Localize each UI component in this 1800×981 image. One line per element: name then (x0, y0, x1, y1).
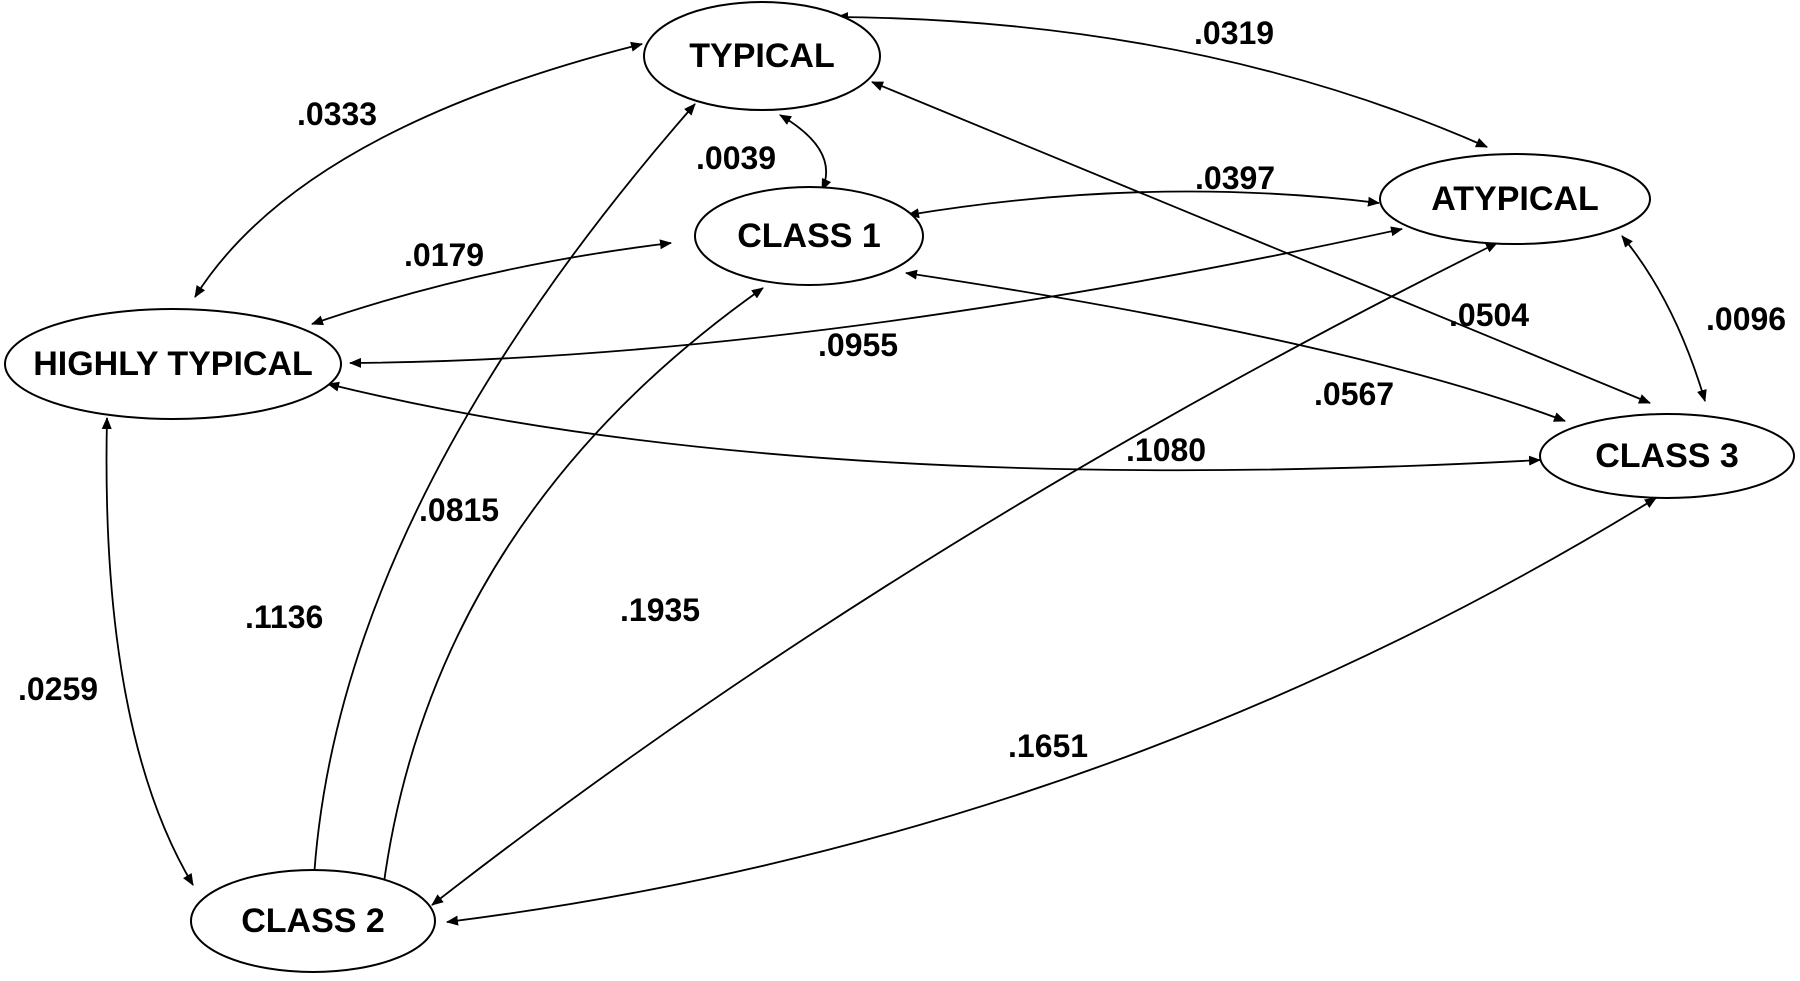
edge-highly-typical-class2 (101, 417, 194, 886)
edge-label-class3-class2: .1651 (1008, 728, 1088, 764)
node-layer: TYPICAL CLASS 1 ATYPICAL HIGHLY TYPICAL … (4, 1, 1795, 973)
node-atypical-label: ATYPICAL (1431, 180, 1598, 218)
edge-atypical-class3 (1621, 235, 1707, 402)
edge-label-typical-class1: .0039 (696, 140, 776, 176)
edge-highly-typical-class1 (311, 239, 672, 326)
node-atypical-ellipse (1379, 153, 1651, 245)
edge-label-layer: .0319 .0333 .0039 .0397 .0179 .0955 .050… (18, 15, 1786, 764)
edge-label-typical-atypical: .0319 (1194, 15, 1274, 51)
node-class1-ellipse (694, 186, 924, 286)
edge-typical-class2 (308, 103, 696, 896)
edge-label-highly-typical-class2: .0259 (18, 671, 98, 707)
node-class3-label: CLASS 3 (1595, 437, 1739, 475)
edge-class1-atypical (907, 190, 1380, 219)
node-class2-label: CLASS 2 (241, 902, 385, 940)
edge-label-typical-highly-typical: .0333 (297, 96, 377, 132)
edge-label-typical-class3: .0504 (1449, 297, 1529, 333)
node-highly-typical: HIGHLY TYPICAL (4, 308, 342, 420)
edge-label-atypical-class3: .0096 (1706, 301, 1786, 337)
node-atypical: ATYPICAL (1379, 153, 1651, 245)
node-class3-ellipse (1539, 413, 1795, 499)
node-class2: CLASS 2 (190, 869, 436, 973)
node-class3: CLASS 3 (1539, 413, 1795, 499)
edge-typical-atypical (836, 12, 1488, 148)
node-typical: TYPICAL (643, 1, 881, 111)
node-class2-ellipse (190, 869, 436, 973)
edge-label-atypical-class2: .1935 (620, 592, 700, 628)
edge-class1-class3 (905, 269, 1566, 422)
edge-label-typical-class2: .1136 (245, 599, 323, 635)
edge-label-atypical-highly-typical: .0955 (818, 327, 898, 363)
edge-label-class1-class2: .0815 (419, 492, 499, 528)
edge-label-class1-class3: .0567 (1314, 376, 1394, 412)
edge-class3-class2 (446, 497, 1657, 926)
node-highly-typical-label: HIGHLY TYPICAL (33, 345, 313, 383)
node-class1-label: CLASS 1 (737, 217, 881, 255)
edge-typical-class1 (779, 114, 832, 191)
edge-atypical-class2 (431, 242, 1498, 906)
node-typical-ellipse (643, 1, 881, 111)
edge-label-highly-typical-class3: .1080 (1126, 432, 1206, 468)
node-class1: CLASS 1 (694, 186, 924, 286)
edge-class1-class2 (376, 287, 764, 916)
node-highly-typical-ellipse (4, 308, 342, 420)
edge-layer (101, 12, 1707, 926)
edge-label-highly-typical-class1: .0179 (404, 237, 484, 273)
node-typical-label: TYPICAL (689, 37, 834, 75)
edge-label-class1-atypical: .0397 (1195, 160, 1275, 196)
